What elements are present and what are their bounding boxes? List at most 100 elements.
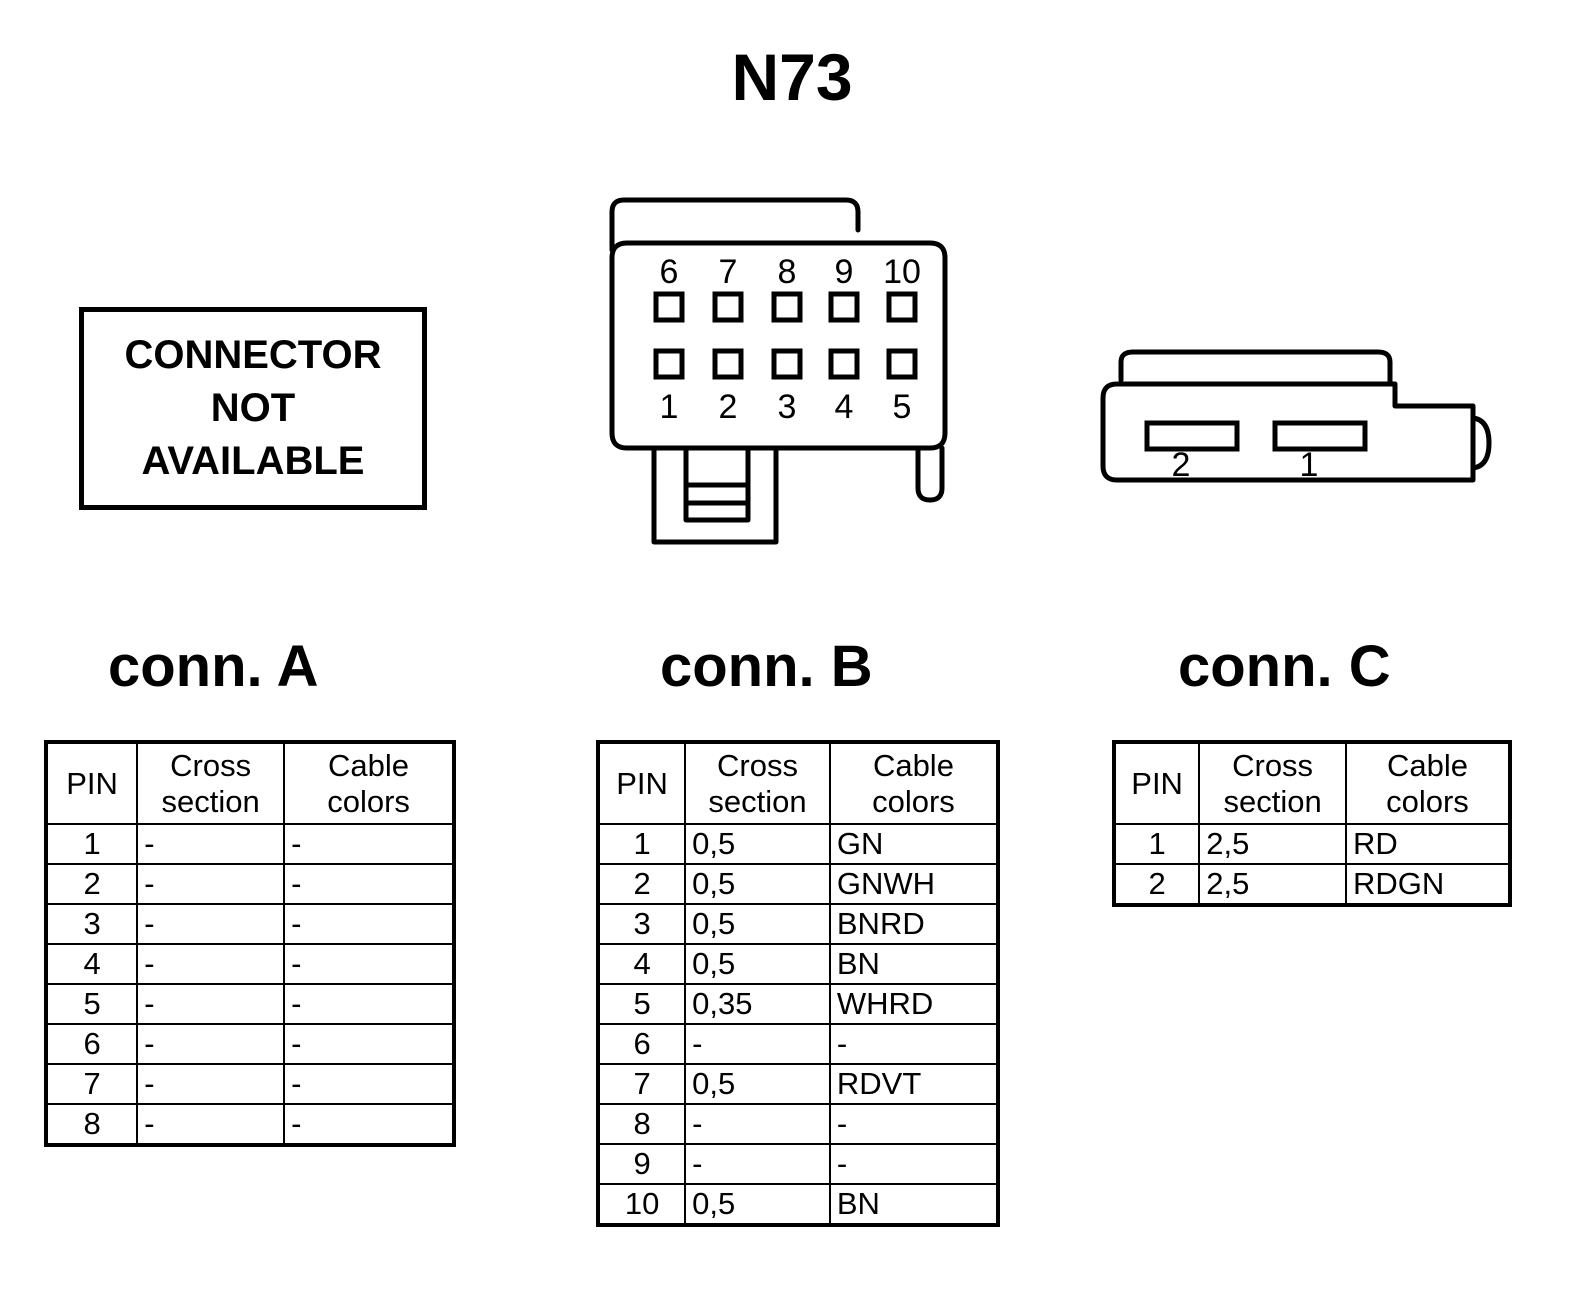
pin-cavity-5 (886, 348, 918, 380)
cell-pin: 2 (44, 863, 139, 905)
slot-label-2: 2 (1172, 446, 1191, 484)
table-row: 8-- (44, 1103, 455, 1146)
cell-cable-colors: - (283, 863, 455, 905)
pin-cavity-3 (771, 348, 803, 380)
cell-pin: 8 (44, 1103, 139, 1146)
slot-label-1: 1 (1300, 446, 1319, 484)
pin-cavity-8 (771, 291, 803, 323)
cell-pin: 6 (596, 1023, 687, 1065)
blade-slot-1 (1272, 420, 1368, 452)
cell-cable-colors: RDVT (828, 1063, 1000, 1105)
cell-cross-section: 0,5 (684, 863, 831, 905)
cell-cable-colors: - (828, 1103, 1000, 1145)
cell-cross-section: - (136, 863, 286, 905)
cell-cross-section: - (136, 1103, 286, 1146)
header-cable-line-1: Cable (328, 747, 410, 783)
cell-cable-colors: WHRD (828, 983, 1000, 1025)
cell-cross-section: - (136, 1063, 286, 1105)
table-row: 2-- (44, 863, 455, 905)
pin-label-10: 10 (883, 253, 921, 291)
table-row: 6-- (44, 1023, 455, 1065)
header-cable-line-1: Cable (872, 747, 954, 783)
cell-cross-section: - (136, 823, 286, 865)
cell-cross-section: - (136, 983, 286, 1025)
cell-pin: 1 (44, 823, 139, 865)
cell-cross-section: - (136, 943, 286, 985)
cell-cable-colors: - (283, 1023, 455, 1065)
connector-a-heading: conn. A (108, 634, 319, 699)
page-title: N73 (731, 40, 853, 114)
placeholder-line-3: AVAILABLE (141, 439, 365, 484)
table-row: 5-- (44, 983, 455, 1025)
cell-pin: 3 (596, 903, 687, 945)
table-row: 7-- (44, 1063, 455, 1105)
cell-cable-colors: - (283, 903, 455, 945)
cell-cable-colors: GNWH (828, 863, 1000, 905)
cell-cable-colors: - (283, 823, 455, 865)
table-row: 8-- (596, 1103, 1000, 1145)
cell-cross-section: - (684, 1143, 831, 1185)
table-header-row: PIN Cross section Cable colors (44, 741, 455, 825)
placeholder-line-1: CONNECTOR (124, 332, 382, 377)
pin-label-5: 5 (893, 388, 912, 426)
header-cross-line-1: Cross (1232, 747, 1314, 783)
header-pin: PIN (44, 741, 139, 825)
cell-pin: 5 (44, 983, 139, 1025)
table-row: 4-- (44, 943, 455, 985)
header-cable-colors: Cable colors (283, 741, 455, 825)
header-pin: PIN (1112, 741, 1201, 825)
cell-cable-colors: BN (828, 943, 1000, 985)
cell-cable-colors: - (828, 1023, 1000, 1065)
pin-label-2: 2 (719, 388, 738, 426)
cell-cross-section: 0,35 (684, 983, 831, 1025)
cell-pin: 5 (596, 983, 687, 1025)
connector-a-table-body: 1--2--3--4--5--6--7--8-- (44, 823, 455, 1146)
pin-label-8: 8 (778, 253, 797, 291)
connector-c-diagram: 2 1 (1100, 349, 1492, 484)
header-cross-section: Cross section (684, 741, 831, 825)
cell-cross-section: 2,5 (1198, 823, 1347, 865)
header-cable-colors: Cable colors (828, 741, 1000, 825)
cell-cable-colors: BNRD (828, 903, 1000, 945)
cell-cable-colors: BN (828, 1183, 1000, 1226)
header-cross-line-2: section (1223, 783, 1322, 819)
pin-label-1: 1 (660, 388, 679, 426)
pin-label-4: 4 (835, 388, 854, 426)
cell-pin: 2 (1112, 863, 1201, 906)
pin-cavity-4 (828, 348, 860, 380)
cell-cross-section: 2,5 (1198, 863, 1347, 906)
header-cable-line-2: colors (1386, 783, 1469, 819)
cell-cross-section: 0,5 (684, 943, 831, 985)
cell-cross-section: 0,5 (684, 1063, 831, 1105)
pin-label-9: 9 (835, 253, 854, 291)
table-header-row: PIN Cross section Cable colors (596, 741, 1000, 825)
connector-b-diagram: 6 7 8 9 10 1 2 3 4 5 (609, 197, 948, 545)
header-cross-line-1: Cross (170, 747, 252, 783)
cell-cable-colors: - (283, 983, 455, 1025)
cell-pin: 1 (1112, 823, 1201, 865)
pin-cavity-2 (712, 348, 744, 380)
header-cross-line-1: Cross (717, 747, 798, 783)
connector-not-available-box: CONNECTOR NOT AVAILABLE (79, 307, 427, 510)
connector-b-heading: conn. B (660, 634, 873, 699)
cell-pin: 4 (596, 943, 687, 985)
pin-label-6: 6 (660, 253, 679, 291)
cell-pin: 9 (596, 1143, 687, 1185)
cell-cross-section: 0,5 (684, 1183, 831, 1226)
header-cable-line-2: colors (327, 783, 410, 819)
pin-label-3: 3 (778, 388, 797, 426)
cell-pin: 3 (44, 903, 139, 945)
cell-cable-colors: - (283, 943, 455, 985)
table-row: 3-- (44, 903, 455, 945)
cell-cable-colors: RDGN (1344, 863, 1512, 906)
cell-cross-section: - (136, 903, 286, 945)
